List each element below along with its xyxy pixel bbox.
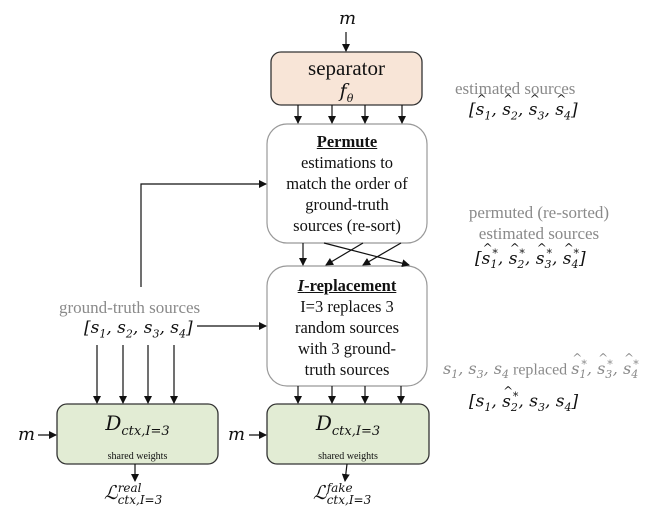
- separator-title: separator: [308, 56, 385, 80]
- permute-title: Permute: [316, 132, 378, 151]
- replacement-line: truth sources: [304, 360, 390, 379]
- discriminator-real-box: [56, 403, 219, 465]
- replacement-line: with 3 ground-: [297, 339, 397, 358]
- replacement-node: I-replacement I=3 replaces 3 random sour…: [267, 275, 427, 380]
- permute-line: ground-truth: [305, 195, 389, 214]
- ground-truth-caption: ground-truth sources: [59, 298, 201, 317]
- permute-line: sources (re-sort): [293, 216, 401, 235]
- permute-box: [266, 123, 428, 244]
- disc-real-input-label: m: [18, 424, 36, 445]
- discriminator-fake: Dctx,I=3 shared weights: [267, 410, 429, 462]
- replaced-caption: s1, s3, s4 replaced s1*, s3*, s4*: [443, 351, 639, 381]
- disc-real-note: shared weights: [107, 451, 168, 462]
- estimated-sources-vector: [s1, s2, s3, s4]: [469, 92, 578, 122]
- separator-node: separator fθ: [271, 56, 422, 110]
- separator-symbol: fθ: [339, 80, 354, 105]
- permute-line: estimations to: [300, 153, 394, 172]
- discriminator-fake-box: [266, 403, 430, 465]
- disc-fake-note: shared weights: [318, 451, 378, 462]
- permuted-sources-vector: [s1*, s2*, s3*, s4*]: [475, 241, 586, 271]
- permuted-caption-line1: permuted (re-sorted): [468, 203, 610, 222]
- arrow-disc-fake-loss: [341, 463, 350, 482]
- replaced-vector: [s1, s2*, s3, s4]: [469, 384, 578, 414]
- disc-fake-input-label: m: [228, 424, 246, 445]
- discriminator-real: Dctx,I=3 shared weights: [57, 410, 218, 462]
- ground-truth-vector: [s1, s2, s3, s4]: [84, 318, 193, 341]
- replacement-line: random sources: [294, 318, 399, 337]
- permuted-caption-line2: estimated sources: [478, 224, 600, 243]
- permute-node: Permute estimations to match the order o…: [267, 131, 427, 236]
- replacement-box: [266, 265, 428, 387]
- arrow-perm-repl-3: [362, 242, 402, 266]
- arrow-perm-repl-4: [323, 242, 410, 268]
- separator-box: [270, 51, 423, 106]
- mixture-input-label: m: [339, 8, 357, 29]
- permuted-sources-caption: permuted (re-sorted) estimated sources: [434, 202, 644, 244]
- replacement-title: I-replacement: [297, 276, 397, 295]
- replacement-line: I=3 replaces 3: [300, 297, 394, 316]
- arrow-perm-repl-2: [325, 242, 364, 266]
- disc-fake-symbol: Dctx,I=3: [315, 411, 381, 439]
- permute-line: match the order of: [286, 174, 408, 193]
- arrow-gt-to-permute: [140, 180, 267, 287]
- disc-real-symbol: Dctx,I=3: [105, 411, 170, 439]
